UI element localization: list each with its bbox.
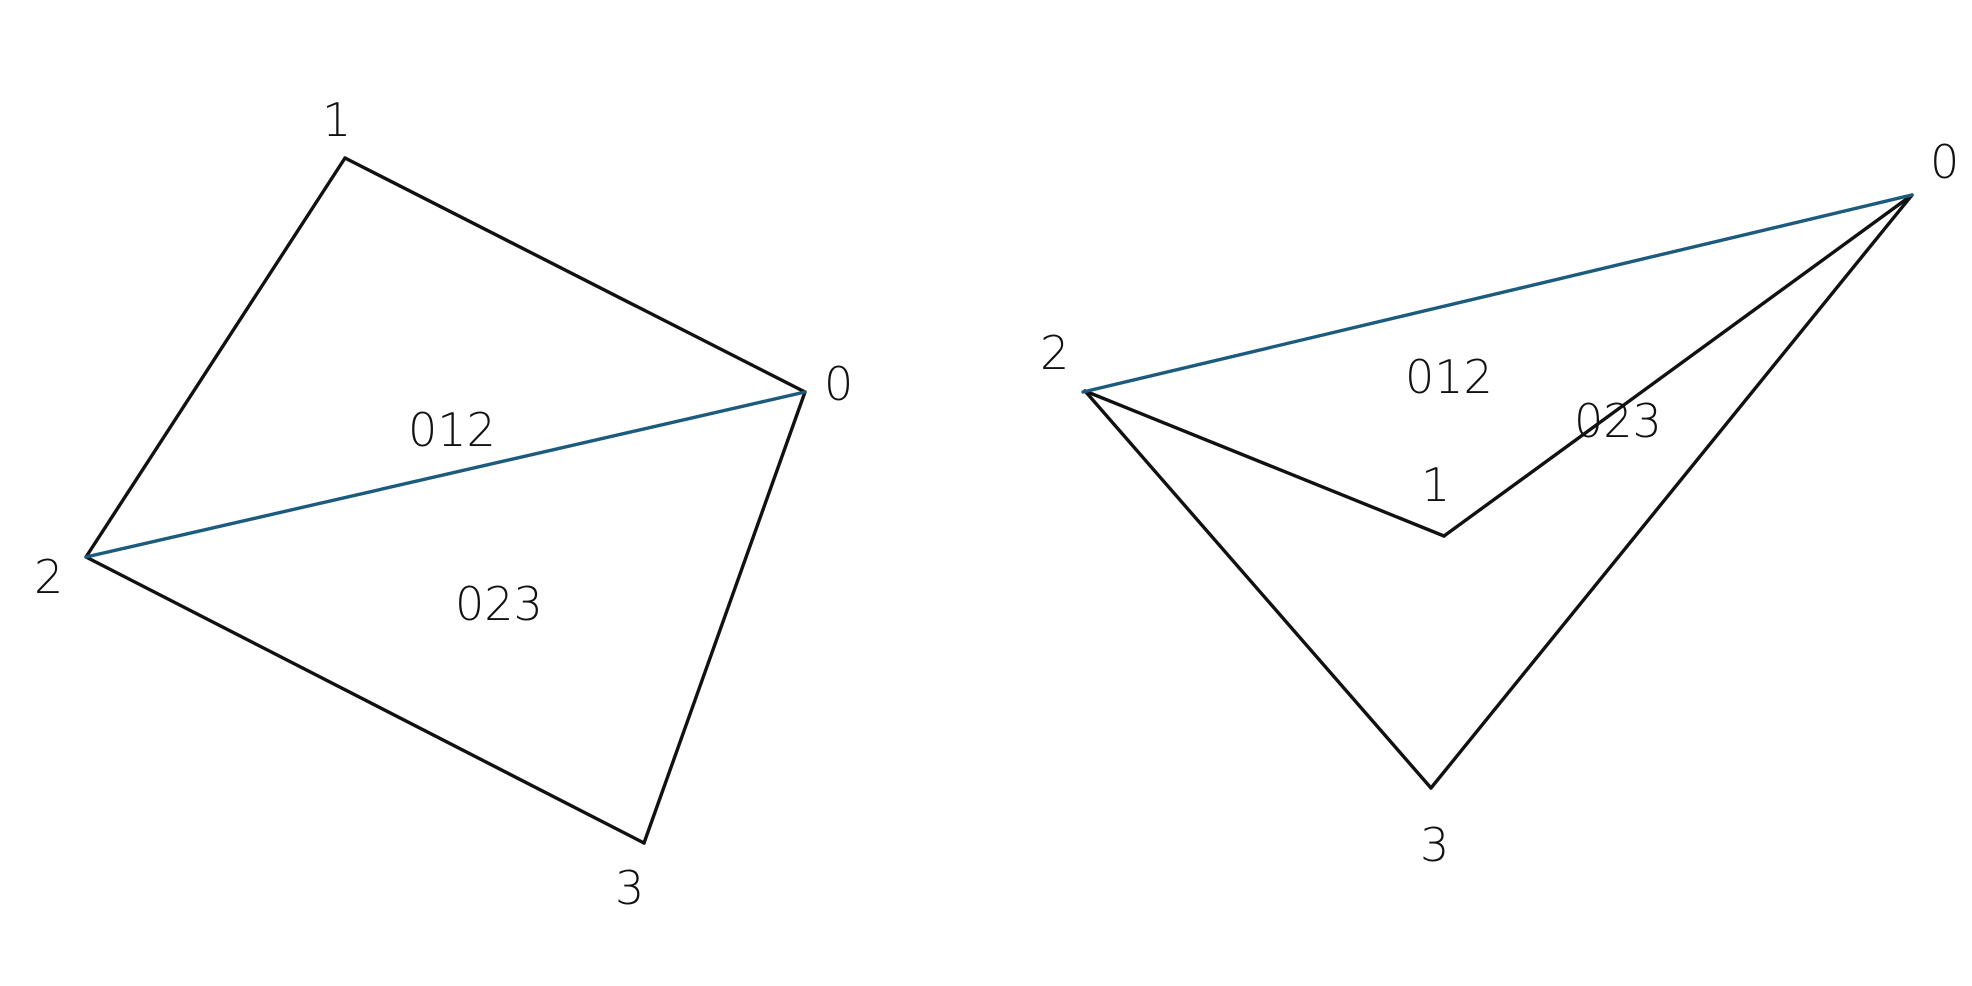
edge-3-0 xyxy=(1429,193,1914,790)
vertex-label-2: 2 xyxy=(34,550,63,604)
edge-2-3 xyxy=(1083,389,1433,790)
vertex-label-0: 0 xyxy=(824,357,853,411)
vertex-label-2: 2 xyxy=(1040,326,1069,380)
face-label-023: 023 xyxy=(1574,394,1662,448)
convex-quad-edges xyxy=(84,156,807,845)
edge-1-0 xyxy=(1442,193,1914,538)
face-label-012: 012 xyxy=(1405,350,1493,404)
convex-quad-figure: 1 0 2 3 012 023 xyxy=(34,93,853,915)
vertex-label-1: 1 xyxy=(322,93,351,147)
edge-2-1 xyxy=(1083,389,1446,538)
diagonal-2-0 xyxy=(84,390,807,559)
nonconvex-quad-figure: 0 2 1 3 012 023 xyxy=(1040,135,1959,872)
edge-1-0 xyxy=(343,156,807,394)
nonconvex-quad-vertex-labels: 0 2 1 3 xyxy=(1040,135,1959,872)
edge-1-2 xyxy=(84,156,347,559)
nonconvex-quad-face-labels: 012 023 xyxy=(1405,350,1662,448)
convex-quad-face-labels: 012 023 xyxy=(408,403,543,631)
convex-quad-vertex-labels: 1 0 2 3 xyxy=(34,93,853,915)
edge-3-0 xyxy=(642,390,807,845)
diagonal-2-0 xyxy=(1081,193,1914,394)
face-label-012: 012 xyxy=(408,403,496,457)
vertex-label-3: 3 xyxy=(615,861,644,915)
face-label-023: 023 xyxy=(455,577,543,631)
edge-2-3 xyxy=(84,555,646,845)
vertex-label-3: 3 xyxy=(1420,818,1449,872)
vertex-label-1: 1 xyxy=(1421,458,1450,512)
vertex-label-0: 0 xyxy=(1930,135,1959,189)
nonconvex-quad-edges xyxy=(1081,193,1914,790)
